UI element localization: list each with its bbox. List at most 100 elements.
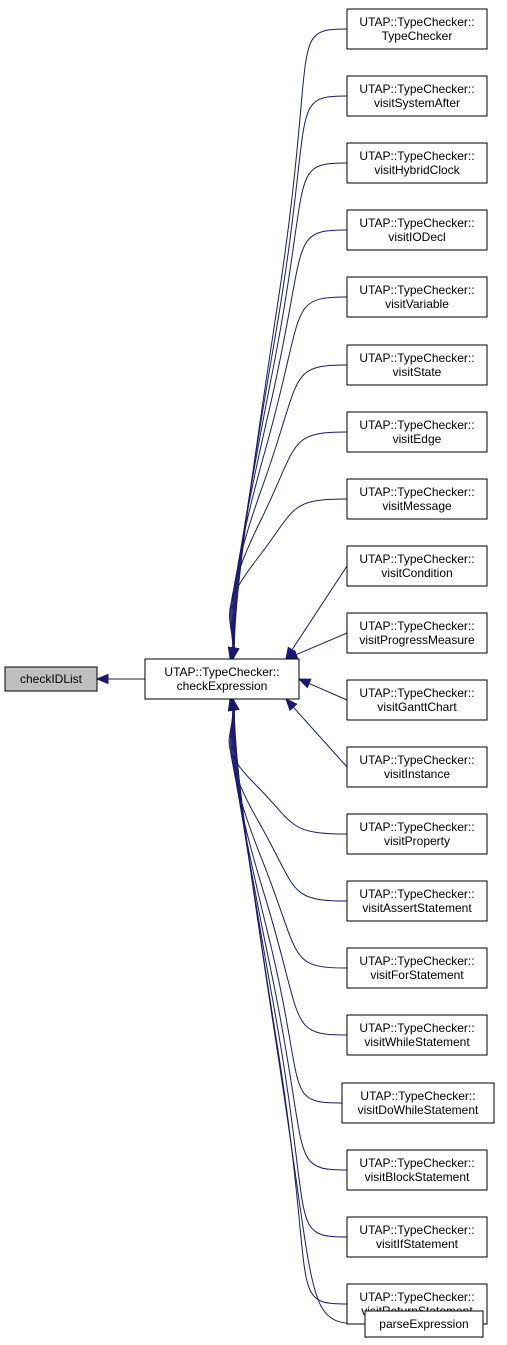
node-label-line: UTAP::TypeChecker:: xyxy=(359,1156,474,1170)
node-visit-do-while-statement[interactable]: UTAP::TypeChecker::visitDoWhileStatement xyxy=(341,1082,495,1124)
edges-layer xyxy=(95,28,366,1325)
edge-visit-hybrid-clock-to-check-expression xyxy=(233,162,348,649)
node-label-line: TypeChecker xyxy=(382,29,453,43)
node-box xyxy=(346,75,488,117)
node-label-line: visitIODecl xyxy=(388,230,445,244)
node-visit-while-statement[interactable]: UTAP::TypeChecker::visitWhileStatement xyxy=(346,1014,488,1056)
edge-visit-instance-to-check-expression xyxy=(292,706,348,768)
edge-visit-iodecl-to-check-expression xyxy=(232,229,348,649)
node-visit-system-after[interactable]: UTAP::TypeChecker::visitSystemAfter xyxy=(346,75,488,117)
node-visit-property[interactable]: UTAP::TypeChecker::visitProperty xyxy=(346,813,488,855)
node-box xyxy=(341,1082,495,1124)
edge-visit-do-while-statement-to-check-expression xyxy=(232,709,343,1104)
node-visit-if-statement[interactable]: UTAP::TypeChecker::visitIfStatement xyxy=(346,1216,488,1258)
node-type-checker[interactable]: UTAP::TypeChecker::TypeChecker xyxy=(346,8,488,50)
edge-visit-for-statement-to-check-expression xyxy=(230,709,348,969)
node-box xyxy=(346,209,488,251)
node-label-line: UTAP::TypeChecker:: xyxy=(359,619,474,633)
node-box xyxy=(346,813,488,855)
node-label-line: visitVariable xyxy=(385,297,449,311)
node-label-line: UTAP::TypeChecker:: xyxy=(359,149,474,163)
edge-visit-property-to-check-expression xyxy=(228,709,348,835)
edge-parse-expression-to-check-expression xyxy=(233,709,366,1325)
node-visit-block-statement[interactable]: UTAP::TypeChecker::visitBlockStatement xyxy=(346,1149,488,1191)
node-visit-progress-measure[interactable]: UTAP::TypeChecker::visitProgressMeasure xyxy=(346,612,488,654)
node-visit-for-statement[interactable]: UTAP::TypeChecker::visitForStatement xyxy=(346,947,488,989)
node-label-line: visitForStatement xyxy=(370,968,464,982)
node-visit-gantt-chart[interactable]: UTAP::TypeChecker::visitGanttChart xyxy=(346,679,488,721)
node-label-line: checkIDList xyxy=(20,672,83,686)
node-label-line: UTAP::TypeChecker:: xyxy=(360,1089,475,1103)
edge-visit-gantt-chart-to-check-expression xyxy=(308,682,348,701)
node-label-line: UTAP::TypeChecker:: xyxy=(359,485,474,499)
edge-visit-assert-statement-to-check-expression xyxy=(229,709,348,902)
edge-visit-system-after-to-check-expression xyxy=(233,95,348,649)
edge-visit-edge-to-check-expression xyxy=(230,431,348,649)
node-label-line: UTAP::TypeChecker:: xyxy=(359,15,474,29)
node-label-line: UTAP::TypeChecker:: xyxy=(359,216,474,230)
node-box xyxy=(346,746,488,788)
edge-visit-while-statement-to-check-expression xyxy=(231,709,348,1036)
node-label-line: checkExpression xyxy=(177,679,268,693)
node-box xyxy=(346,8,488,50)
node-label-line: UTAP::TypeChecker:: xyxy=(359,820,474,834)
node-box xyxy=(346,1216,488,1258)
node-visit-variable[interactable]: UTAP::TypeChecker::visitVariable xyxy=(346,276,488,318)
node-box xyxy=(346,142,488,184)
node-label-line: visitWhileStatement xyxy=(364,1035,470,1049)
node-check-expression[interactable]: UTAP::TypeChecker::checkExpression xyxy=(144,658,300,700)
edge-visit-if-statement-to-check-expression xyxy=(233,709,348,1238)
node-visit-message[interactable]: UTAP::TypeChecker::visitMessage xyxy=(346,478,488,520)
node-visit-instance[interactable]: UTAP::TypeChecker::visitInstance xyxy=(346,746,488,788)
edge-visit-block-statement-to-check-expression xyxy=(233,709,348,1171)
node-label-line: parseExpression xyxy=(379,1317,468,1331)
node-visit-hybrid-clock[interactable]: UTAP::TypeChecker::visitHybridClock xyxy=(346,142,488,184)
node-parse-expression[interactable]: parseExpression xyxy=(364,1310,484,1338)
node-visit-condition[interactable]: UTAP::TypeChecker::visitCondition xyxy=(346,545,488,587)
edge-arrow xyxy=(297,678,312,689)
node-label-line: UTAP::TypeChecker:: xyxy=(359,552,474,566)
node-label-line: UTAP::TypeChecker:: xyxy=(359,1223,474,1237)
node-label-line: visitProgressMeasure xyxy=(359,633,475,647)
node-visit-assert-statement[interactable]: UTAP::TypeChecker::visitAssertStatement xyxy=(346,880,488,922)
node-label-line: visitSystemAfter xyxy=(374,96,460,110)
node-label-line: visitInstance xyxy=(384,767,450,781)
node-box xyxy=(346,1149,488,1191)
node-label-line: UTAP::TypeChecker:: xyxy=(164,665,279,679)
node-label-line: UTAP::TypeChecker:: xyxy=(359,283,474,297)
nodes-layer: UTAP::TypeChecker::TypeCheckerUTAP::Type… xyxy=(4,8,495,1338)
node-visit-edge[interactable]: UTAP::TypeChecker::visitEdge xyxy=(346,411,488,453)
node-label-line: UTAP::TypeChecker:: xyxy=(359,954,474,968)
node-label-line: visitState xyxy=(393,365,442,379)
node-label-line: visitDoWhileStatement xyxy=(358,1103,479,1117)
node-label-line: UTAP::TypeChecker:: xyxy=(359,887,474,901)
node-label-line: visitCondition xyxy=(381,566,452,580)
edge-visit-condition-to-check-expression xyxy=(291,565,348,651)
node-box xyxy=(346,344,488,386)
node-label-line: UTAP::TypeChecker:: xyxy=(359,351,474,365)
node-label-line: UTAP::TypeChecker:: xyxy=(359,418,474,432)
node-label-line: visitIfStatement xyxy=(376,1237,459,1251)
node-label-line: visitHybridClock xyxy=(374,163,460,177)
node-visit-state[interactable]: UTAP::TypeChecker::visitState xyxy=(346,344,488,386)
node-visit-iodecl[interactable]: UTAP::TypeChecker::visitIODecl xyxy=(346,209,488,251)
edge-visit-variable-to-check-expression xyxy=(232,296,348,649)
node-label-line: visitEdge xyxy=(393,432,442,446)
node-box xyxy=(346,612,488,654)
node-box xyxy=(346,1014,488,1056)
node-box xyxy=(346,947,488,989)
node-box xyxy=(346,679,488,721)
node-label-line: visitMessage xyxy=(382,499,452,513)
node-box xyxy=(346,545,488,587)
node-label-line: visitGanttChart xyxy=(377,700,457,714)
node-label-line: UTAP::TypeChecker:: xyxy=(359,753,474,767)
edge-type-checker-to-check-expression xyxy=(233,28,348,649)
node-label-line: UTAP::TypeChecker:: xyxy=(359,686,474,700)
node-box xyxy=(346,478,488,520)
node-box xyxy=(4,666,98,692)
node-label-line: UTAP::TypeChecker:: xyxy=(359,82,474,96)
edge-visit-progress-measure-to-check-expression xyxy=(295,632,348,656)
node-check-idlist[interactable]: checkIDList xyxy=(4,666,98,692)
node-label-line: visitAssertStatement xyxy=(362,901,472,915)
